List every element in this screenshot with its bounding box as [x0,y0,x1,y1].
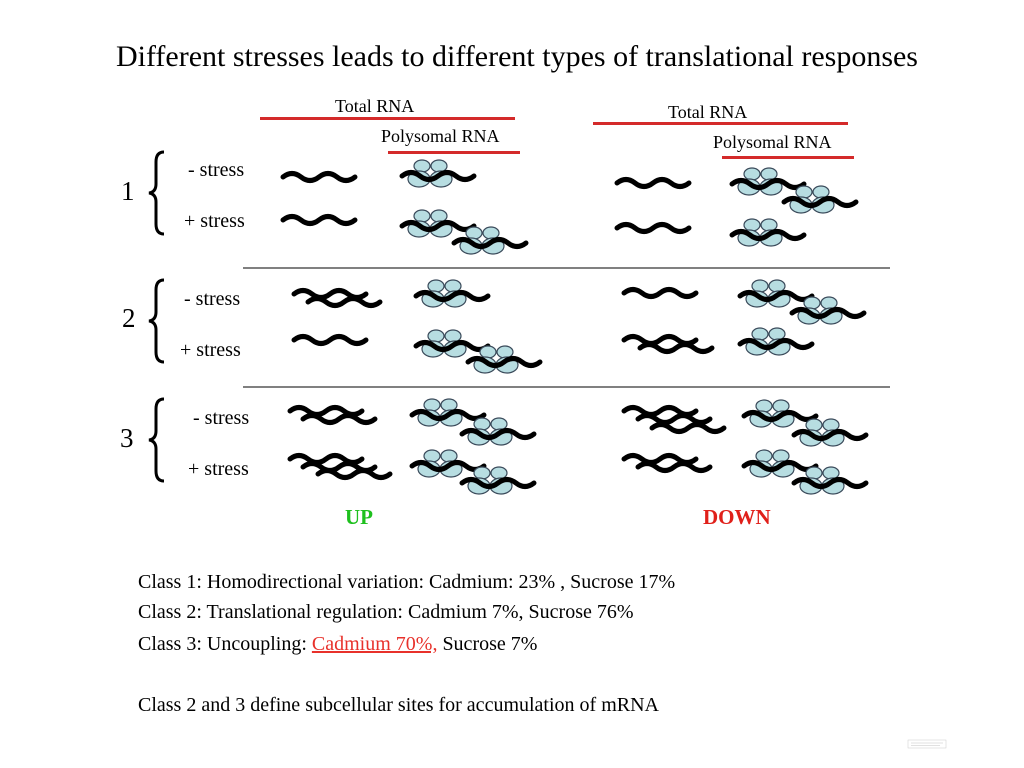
class-3-plus-stress-label: + stress [188,458,249,480]
class-2-number: 2 [122,303,136,333]
slide-title: Different stresses leads to different ty… [115,40,918,73]
class-2-up-plus [294,330,540,373]
class-3-brace [148,397,165,483]
watermark [907,739,947,749]
summary-line-1: Class 1: Homodirectional variation: Cadm… [138,571,676,593]
class-1-brace [148,150,165,236]
down-total-rna-bar [593,122,848,125]
summary-line-4: Class 2 and 3 define subcellular sites f… [138,694,659,716]
class-2-down-minus [624,280,864,324]
class-1-up-minus [283,160,474,187]
summary-line-2: Class 2: Translational regulation: Cadmi… [138,601,634,623]
cadmium-highlight: Cadmium 70%, [311,633,438,655]
up-total-rna-bar [260,117,515,120]
summary-line-3-prefix: Class 3: Uncoupling: [138,633,312,655]
up-label: UP [345,505,373,529]
class-3-down-plus [624,450,866,494]
up-polysomal-rna-bar [388,151,520,154]
class-1-down-plus [617,219,804,246]
class-2-minus-stress-label: - stress [184,288,241,310]
class-2-down-plus [624,328,812,355]
class-1-number: 1 [121,176,135,206]
up-polysomal-rna-label: Polysomal RNA [381,126,500,146]
class-2-brace [148,278,165,364]
class-1-up-plus [283,210,526,254]
class-3-up-minus [290,399,534,445]
class-3-number: 3 [120,423,134,453]
class-braces [148,150,165,483]
down-polysomal-rna-bar [722,156,854,159]
class-1-plus-stress-label: + stress [184,210,245,232]
class-3-up-plus [290,450,534,494]
summary-line-3: Class 3: Uncoupling: Cadmium 70%, Sucros… [138,633,537,656]
summary-line-3-suffix: Sucrose 7% [437,633,538,655]
down-label: DOWN [703,505,771,529]
class-1-minus-stress-label: - stress [188,159,245,181]
class-3-down-minus [624,400,866,446]
class-2-up-minus [294,280,488,307]
down-polysomal-rna-label: Polysomal RNA [713,132,832,152]
class-2-plus-stress-label: + stress [180,339,241,361]
up-total-rna-label: Total RNA [335,96,415,116]
class-1-down-minus [617,168,856,213]
down-total-rna-label: Total RNA [668,102,748,122]
class-3-minus-stress-label: - stress [193,407,250,429]
